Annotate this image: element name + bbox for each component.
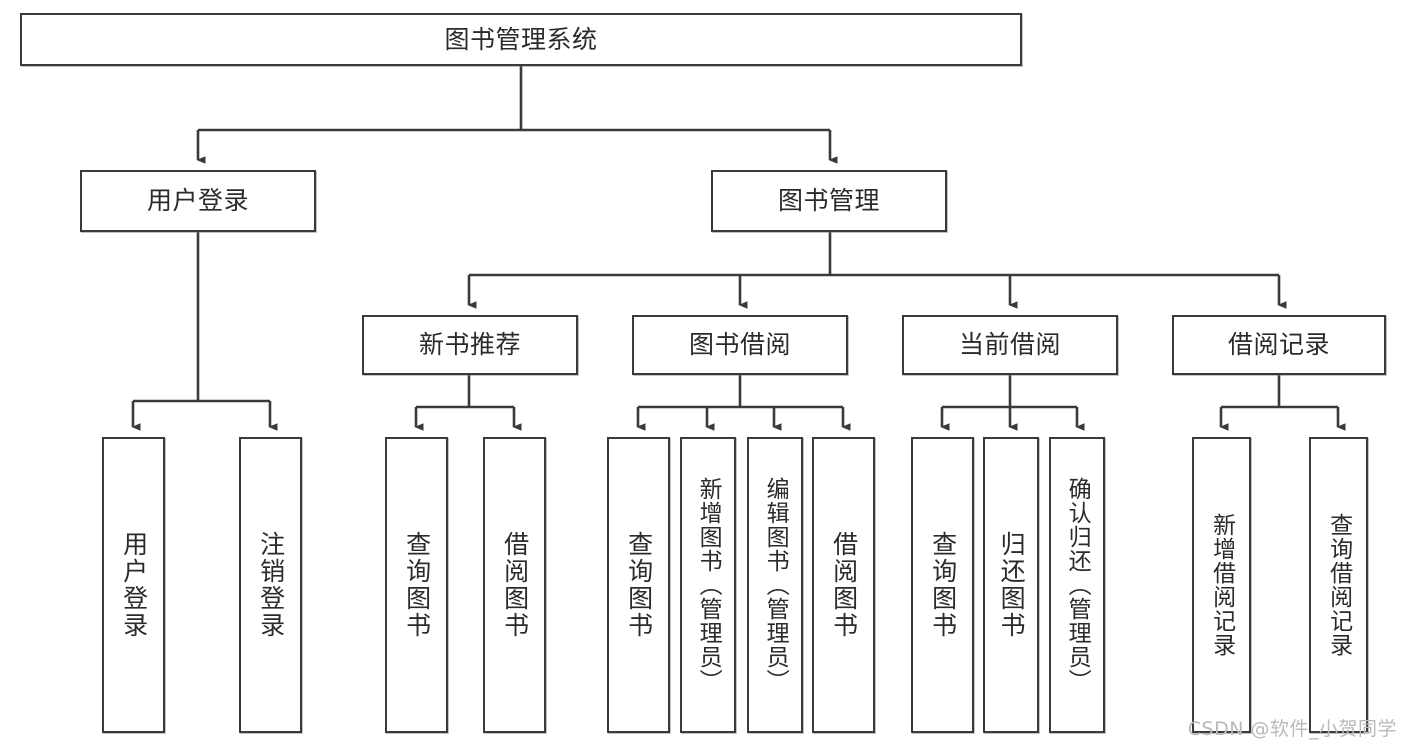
node-label: 编辑图书（管理员） — [762, 477, 789, 693]
leaf-return-book[interactable]: 归还图书 — [983, 437, 1039, 733]
node-label: 归还图书 — [997, 531, 1027, 639]
node-label: 当前借阅 — [958, 330, 1061, 359]
node-label: 借阅图书 — [829, 531, 859, 639]
leaf-edit-book-admin[interactable]: 编辑图书（管理员） — [747, 437, 803, 733]
leaf-query-borrow-record[interactable]: 查询借阅记录 — [1309, 437, 1368, 733]
node-book-manage[interactable]: 图书管理 — [711, 170, 947, 232]
leaf-query-book-borrow[interactable]: 查询图书 — [607, 437, 670, 733]
node-book-borrow[interactable]: 图书借阅 — [632, 315, 848, 375]
leaf-query-book-recommend[interactable]: 查询图书 — [385, 437, 448, 733]
node-label: 查询借阅记录 — [1325, 513, 1352, 657]
node-label: 用户登录 — [119, 531, 149, 639]
node-label: 确认归还（管理员） — [1064, 477, 1091, 693]
node-label: 新增借阅记录 — [1208, 513, 1235, 657]
node-label: 注销登录 — [256, 531, 286, 639]
node-label: 新书推荐 — [418, 330, 521, 359]
node-label: 借阅记录 — [1227, 330, 1330, 359]
node-new-book-recommend[interactable]: 新书推荐 — [362, 315, 578, 375]
node-user-login[interactable]: 用户登录 — [80, 170, 316, 232]
node-label: 查询图书 — [402, 531, 432, 639]
csdn-watermark: CSDN @软件_小贺同学 — [1187, 718, 1397, 740]
node-root-system[interactable]: 图书管理系统 — [20, 13, 1022, 66]
leaf-confirm-return-admin[interactable]: 确认归还（管理员） — [1049, 437, 1105, 733]
node-label: 图书借阅 — [688, 330, 791, 359]
node-label: 图书管理 — [777, 186, 880, 215]
leaf-borrow-book-recommend[interactable]: 借阅图书 — [483, 437, 546, 733]
node-label: 用户登录 — [146, 186, 249, 215]
leaf-logout-login[interactable]: 注销登录 — [239, 437, 302, 733]
node-label: 查询图书 — [928, 531, 958, 639]
node-current-borrow[interactable]: 当前借阅 — [902, 315, 1118, 375]
leaf-add-book-admin[interactable]: 新增图书（管理员） — [680, 437, 736, 733]
leaf-user-login[interactable]: 用户登录 — [102, 437, 165, 733]
node-label: 图书管理系统 — [444, 24, 598, 54]
leaf-query-book-current[interactable]: 查询图书 — [911, 437, 974, 733]
node-label: 借阅图书 — [500, 531, 530, 639]
node-label: 查询图书 — [624, 531, 654, 639]
node-borrow-record[interactable]: 借阅记录 — [1172, 315, 1386, 375]
leaf-add-borrow-record[interactable]: 新增借阅记录 — [1192, 437, 1251, 733]
leaf-borrow-book[interactable]: 借阅图书 — [812, 437, 875, 733]
node-label: 新增图书（管理员） — [695, 477, 722, 693]
